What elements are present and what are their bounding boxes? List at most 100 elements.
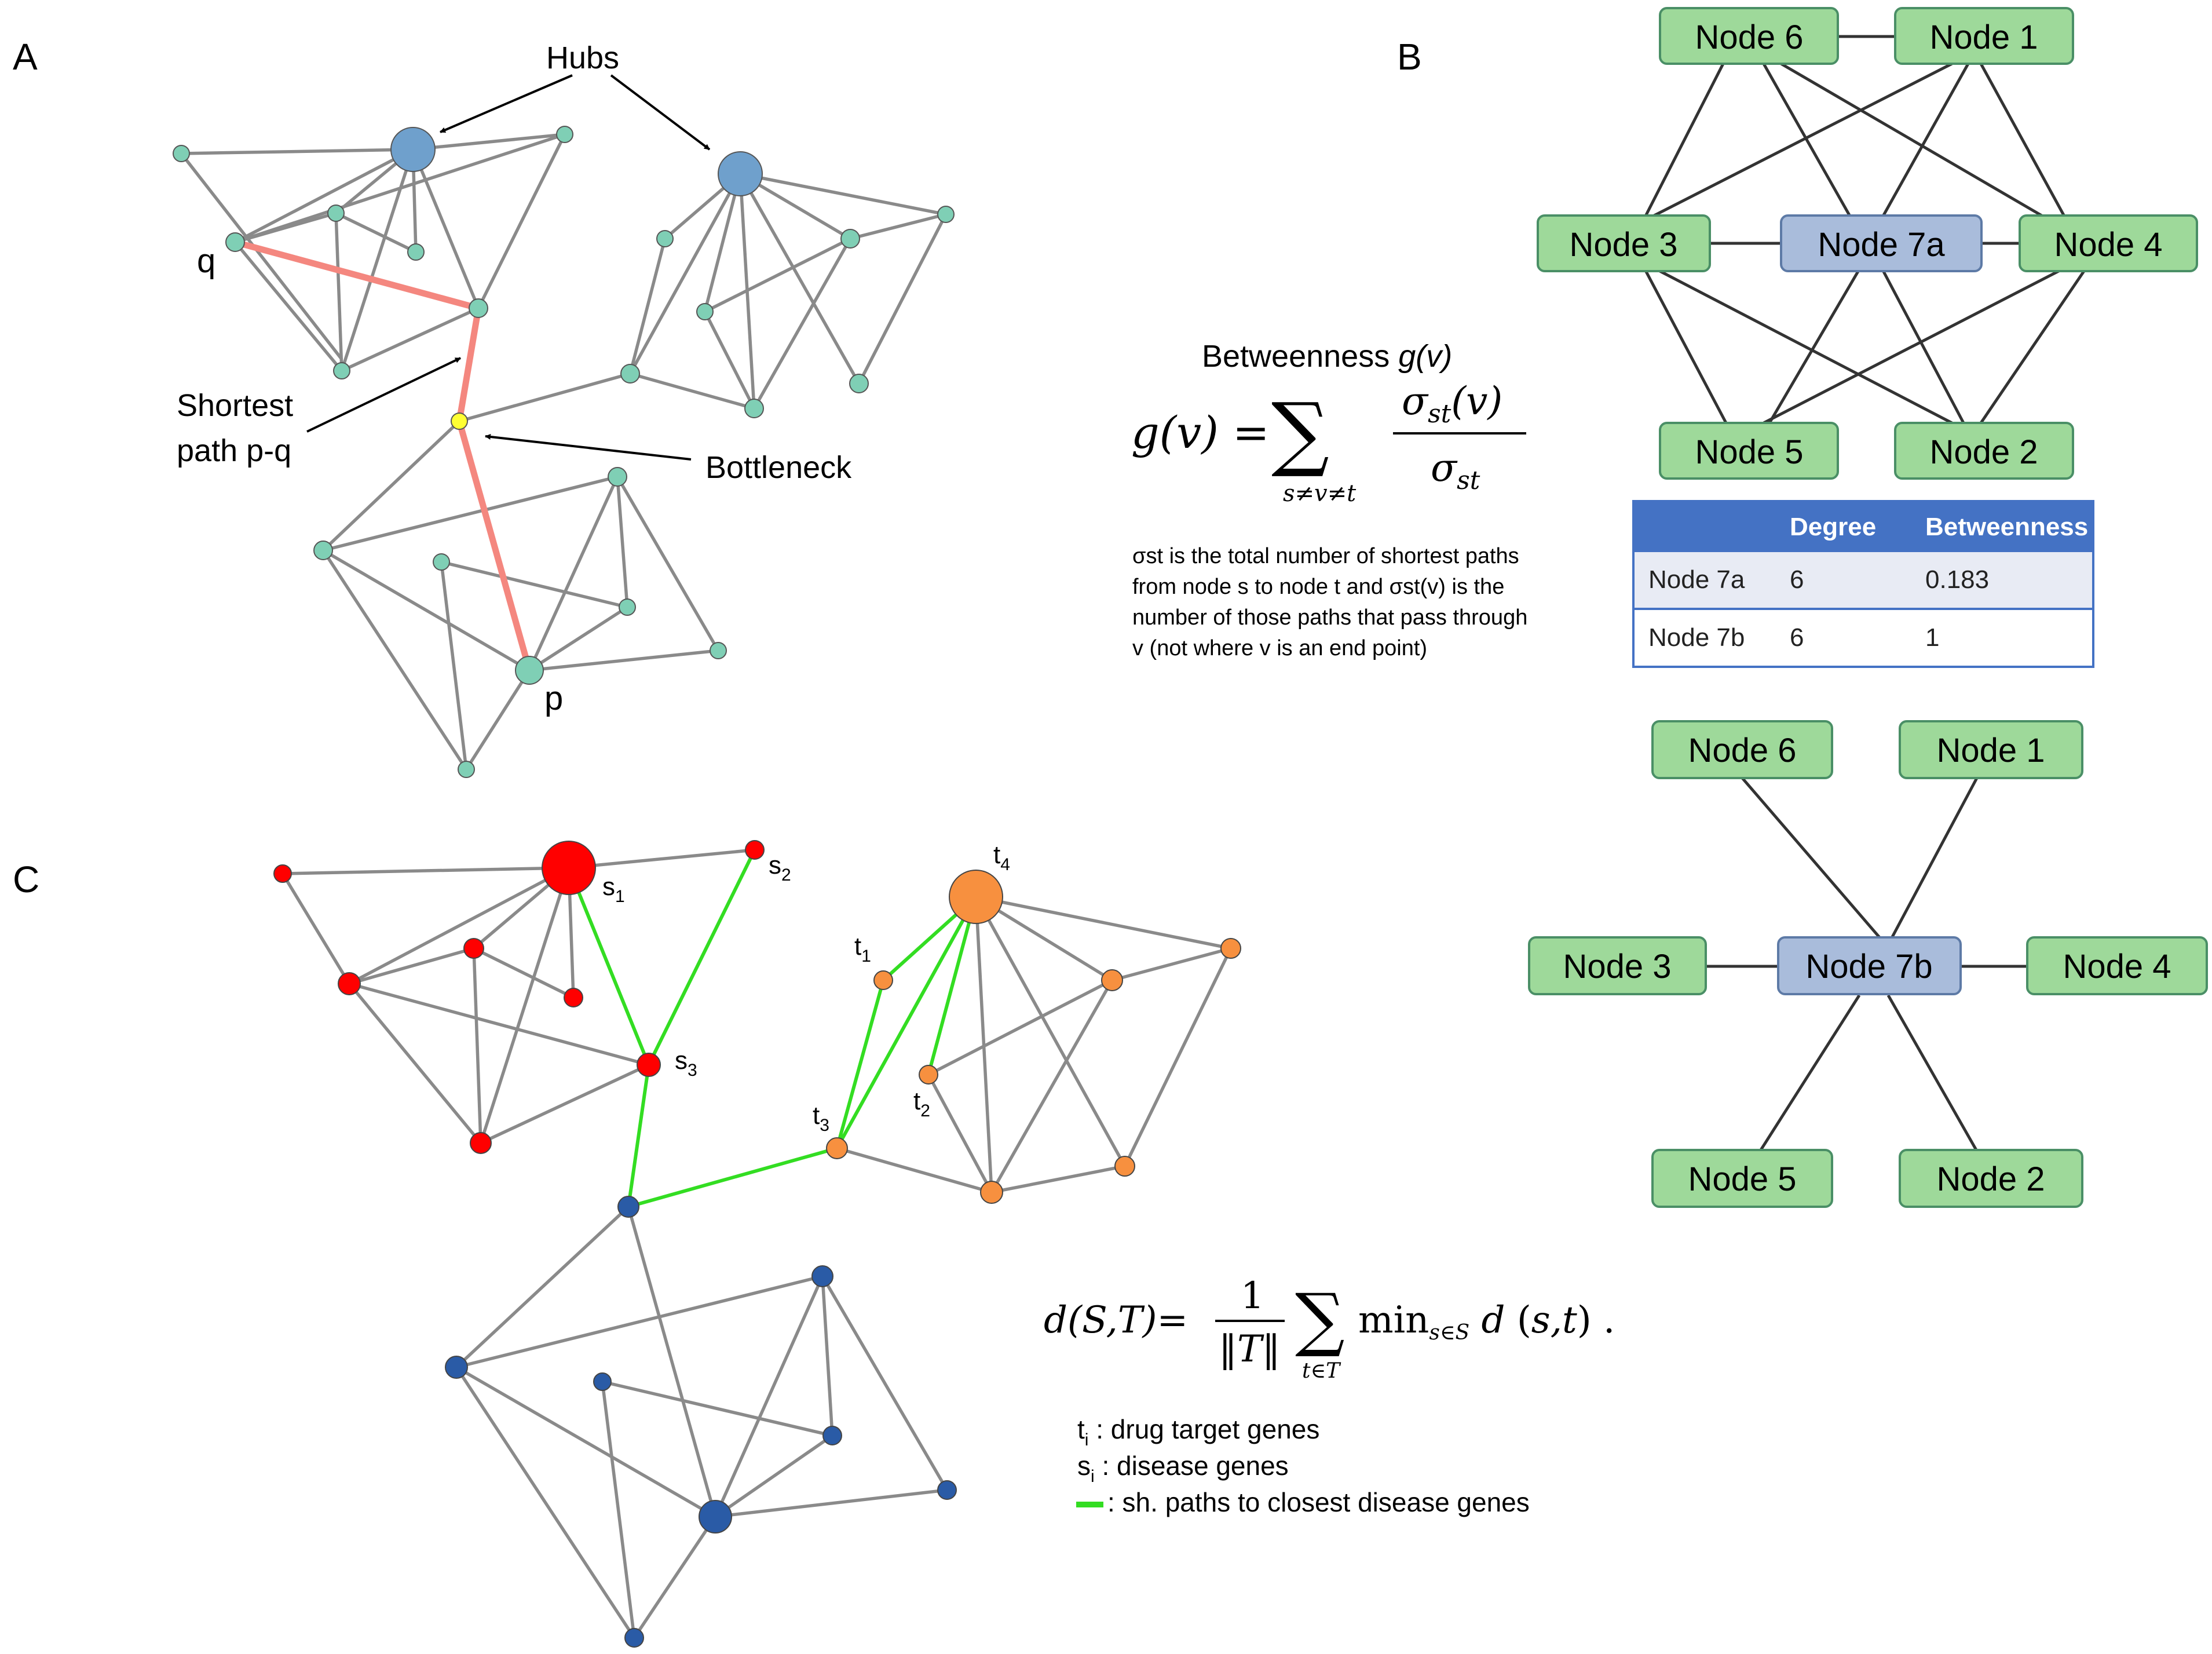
legend-green-paths: : sh. paths to closest disease genes bbox=[1107, 1487, 1530, 1517]
formula-title-italic: g(v) bbox=[1398, 339, 1452, 374]
svg-text:Node 6: Node 6 bbox=[1688, 732, 1796, 769]
svg-text:∑: ∑ bbox=[1295, 1279, 1345, 1360]
q-label: q bbox=[197, 242, 215, 280]
svg-text:Node 4: Node 4 bbox=[2054, 226, 2162, 264]
disease-gene-node bbox=[542, 841, 596, 895]
table-header-cell bbox=[1633, 501, 1776, 552]
bottleneck-node bbox=[451, 412, 468, 430]
disease-gene-node bbox=[273, 864, 292, 883]
disease-gene-node bbox=[338, 972, 361, 995]
table-row: Node 7a 6 0.183 bbox=[1633, 552, 2093, 610]
t1-label: t1 bbox=[854, 932, 871, 966]
legend-drug-target: ti : drug target genes bbox=[1077, 1414, 1319, 1449]
node-7b-box: Node 7b bbox=[1777, 936, 1962, 995]
panel-a-label: A bbox=[13, 36, 38, 78]
panel-a-annotations: Hubs Shortest path p-q Bottleneck q p bbox=[177, 41, 852, 717]
panel-b-label: B bbox=[1397, 36, 1422, 78]
betweenness-description: number of those paths that pass through bbox=[1132, 605, 1527, 630]
t4-label: t4 bbox=[993, 841, 1010, 874]
node-5-box: Node 5 bbox=[1659, 422, 1839, 480]
table-cell: 6 bbox=[1776, 552, 1911, 610]
node-3-box: Node 3 bbox=[1537, 214, 1711, 272]
drug-target-node bbox=[826, 1137, 848, 1159]
drug-target-node bbox=[949, 870, 1003, 924]
svg-text:Node 6: Node 6 bbox=[1695, 19, 1803, 56]
s3-label: s3 bbox=[675, 1046, 697, 1080]
svg-text:g(v) =: g(v) = bbox=[1131, 407, 1270, 458]
table-header-cell: Betweenness bbox=[1911, 501, 2093, 552]
node-4-box: Node 4 bbox=[2026, 936, 2208, 995]
shortest-path-label: Shortest bbox=[177, 388, 293, 423]
p-label: p bbox=[544, 680, 563, 717]
green-shortest-paths bbox=[567, 849, 978, 1208]
drug-target-node bbox=[919, 1065, 938, 1085]
network-7b-edges bbox=[1706, 777, 2027, 1151]
hub-node bbox=[718, 151, 763, 196]
svg-text:Betweenness g(v): Betweenness g(v) bbox=[1202, 339, 1452, 374]
formula-title: Betweenness bbox=[1202, 339, 1398, 374]
svg-text:Node 1: Node 1 bbox=[1936, 732, 2045, 769]
betweenness-description: σst is the total number of shortest path… bbox=[1132, 544, 1519, 568]
hub-node bbox=[390, 127, 436, 172]
panel-c-legend: ti : drug target genes si : disease gene… bbox=[1076, 1414, 1530, 1517]
betweenness-description: from node s to node t and σst(v) is the bbox=[1132, 575, 1504, 599]
svg-text:‖T‖: ‖T‖ bbox=[1219, 1328, 1281, 1371]
disease-gene-node bbox=[564, 988, 583, 1007]
svg-text:σst(v): σst(v) bbox=[1402, 379, 1502, 429]
s2-label: s2 bbox=[769, 851, 791, 885]
panel-c-nodes bbox=[273, 840, 1241, 1648]
panel-c-label: C bbox=[13, 859, 39, 900]
svg-text:d(S,T)=: d(S,T)= bbox=[1044, 1299, 1188, 1342]
table-cell: Node 7a bbox=[1633, 552, 1776, 610]
table-cell: 6 bbox=[1776, 609, 1911, 667]
node-4-box: Node 4 bbox=[2019, 214, 2198, 272]
svg-text:Node 7b: Node 7b bbox=[1805, 948, 1932, 985]
node-1-box: Node 1 bbox=[1894, 7, 2074, 65]
panel-c-network bbox=[281, 848, 1233, 1639]
node-5-box: Node 5 bbox=[1651, 1149, 1833, 1208]
svg-text:s≠v≠t: s≠v≠t bbox=[1283, 480, 1357, 507]
t2-label: t2 bbox=[913, 1087, 930, 1120]
node-1-box: Node 1 bbox=[1899, 720, 2083, 779]
svg-text:Node 1: Node 1 bbox=[1929, 19, 2038, 56]
t3-label: t3 bbox=[813, 1101, 829, 1135]
hubs-label: Hubs bbox=[546, 41, 619, 75]
svg-text:Node 4: Node 4 bbox=[2063, 948, 2171, 985]
svg-text:Node 7a: Node 7a bbox=[1818, 226, 1945, 264]
node-2-box: Node 2 bbox=[1899, 1149, 2083, 1208]
legend-disease-genes: si : disease genes bbox=[1077, 1451, 1289, 1486]
network-7b-nodes: Node 6 Node 1 Node 3 Node 7b Node 4 Node… bbox=[1528, 720, 2208, 1208]
node-6-box: Node 6 bbox=[1651, 720, 1833, 779]
node-7a-box: Node 7a bbox=[1780, 214, 1983, 272]
shortest-path-p-q bbox=[232, 239, 533, 674]
s1-label: s1 bbox=[602, 872, 625, 906]
betweenness-description: v (not where v is an end point) bbox=[1132, 636, 1427, 660]
disease-gene-node bbox=[637, 1053, 661, 1077]
disease-gene-node bbox=[470, 1132, 492, 1154]
node-3-box: Node 3 bbox=[1528, 936, 1707, 995]
table-header-row: Degree Betweenness bbox=[1633, 501, 2093, 552]
svg-text:Node 3: Node 3 bbox=[1563, 948, 1671, 985]
network-7a-nodes: Node 6 Node 1 Node 3 Node 7a Node 4 Node… bbox=[1537, 7, 2198, 480]
svg-text:Node 3: Node 3 bbox=[1569, 226, 1677, 264]
drug-target-node bbox=[873, 970, 893, 990]
table-cell: 1 bbox=[1911, 609, 2093, 667]
panel-a-nodes bbox=[173, 126, 955, 778]
svg-text:mins∈S d (s,t) .: mins∈S d (s,t) . bbox=[1358, 1299, 1615, 1345]
svg-text:σst: σst bbox=[1431, 446, 1480, 495]
node-p bbox=[515, 656, 544, 685]
disease-gene-node bbox=[745, 840, 765, 860]
svg-text:Node 5: Node 5 bbox=[1695, 433, 1803, 471]
table-cell: 0.183 bbox=[1911, 552, 2093, 610]
distance-formula: d(S,T)= 1 ‖T‖ ∑ t∈T mins∈S d (s,t) . bbox=[1044, 1275, 1615, 1383]
table-header-cell: Degree bbox=[1776, 501, 1911, 552]
betweenness-table: Degree Betweenness Node 7a 6 0.183 Node … bbox=[1632, 500, 2094, 668]
disease-gene-node bbox=[463, 938, 484, 959]
svg-text:Node 2: Node 2 bbox=[1936, 1160, 2045, 1198]
svg-text:Node 5: Node 5 bbox=[1688, 1160, 1796, 1198]
svg-text:1: 1 bbox=[1241, 1275, 1264, 1317]
panel-c-node-labels: s1 s2 s3 t1 t2 t3 t4 bbox=[602, 841, 1010, 1135]
svg-text:Node 2: Node 2 bbox=[1929, 433, 2038, 471]
svg-text:∑: ∑ bbox=[1271, 386, 1329, 480]
